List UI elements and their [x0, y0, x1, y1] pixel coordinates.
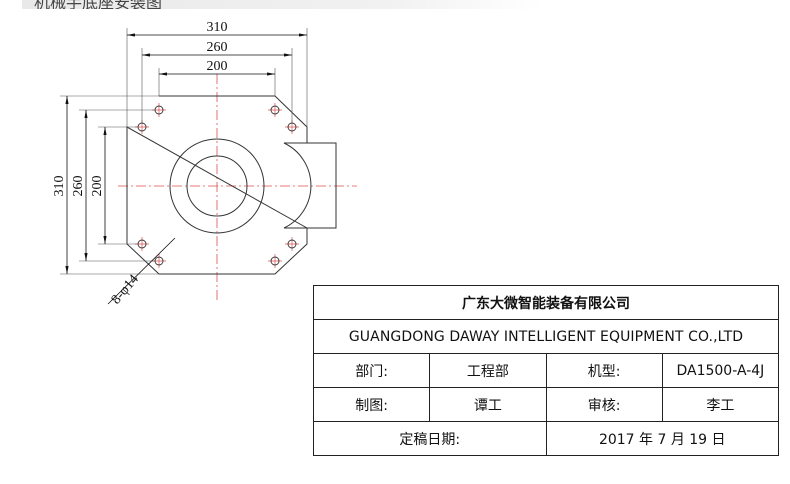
outer-bore: [169, 138, 265, 234]
section-title: 机械手底座安装图: [34, 0, 162, 9]
extension-lines: [60, 28, 308, 275]
inner-bore: [186, 155, 248, 217]
model-label: 机型:: [545, 353, 663, 388]
hole-centermarks: [135, 103, 299, 268]
dim-width-260: 260: [207, 40, 228, 55]
date-label: 定稿日期:: [313, 421, 547, 456]
company-name-cn: 广东大微智能装备有限公司: [313, 285, 779, 320]
dimension-lines: [65, 33, 307, 305]
dim-height-200: 200: [90, 176, 105, 197]
drawn-label: 制图:: [312, 387, 431, 422]
dim-height-260: 260: [71, 176, 86, 197]
centerlines: [118, 74, 357, 300]
review-value: 李工: [661, 387, 780, 422]
dim-width-310: 310: [207, 20, 228, 35]
dim-width-200: 200: [207, 59, 228, 74]
hole-note: 8-φ14: [109, 272, 142, 307]
title-block: 广东大微智能装备有限公司 GUANGDONG DAWAY INTELLIGENT…: [312, 285, 780, 456]
company-name-en: GUANGDONG DAWAY INTELLIGENT EQUIPMENT CO…: [313, 319, 779, 354]
model-value: DA1500-A-4J: [661, 353, 780, 388]
section-header: 机械手底座安装图: [22, 0, 542, 9]
date-value: 2017 年 7 月 19 日: [545, 421, 779, 456]
dim-height-310: 310: [52, 176, 67, 197]
drawn-value: 谭工: [429, 387, 547, 422]
side-cutout: [283, 142, 337, 229]
review-label: 审核:: [545, 387, 663, 422]
dept-label: 部门:: [312, 353, 431, 388]
dept-value: 工程部: [429, 353, 547, 388]
